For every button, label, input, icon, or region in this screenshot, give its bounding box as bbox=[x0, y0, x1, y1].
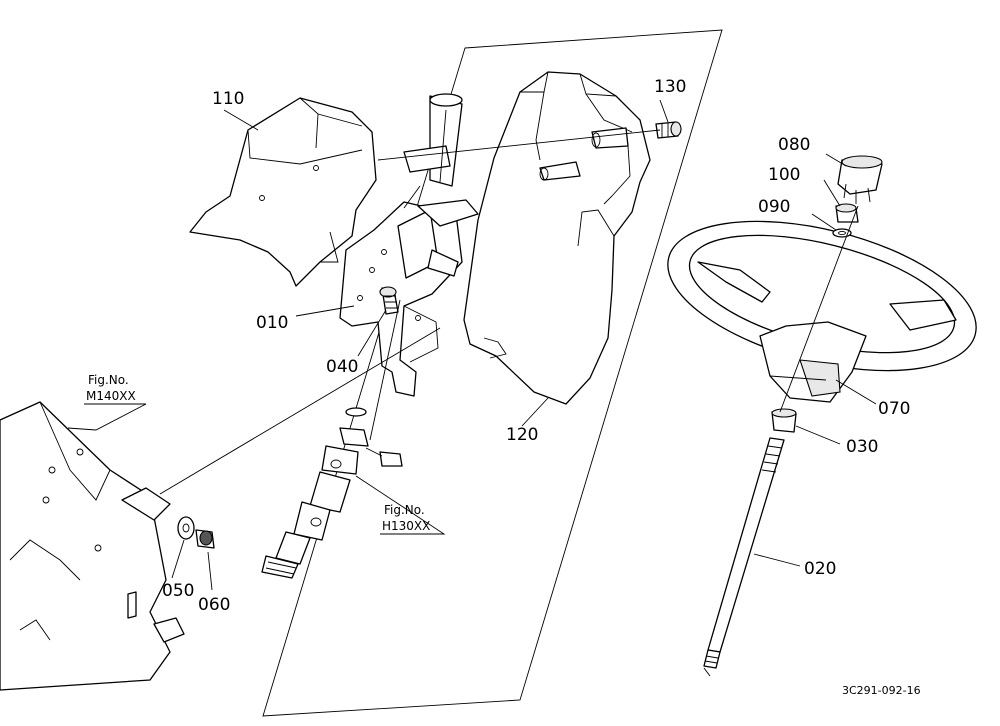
bushing-030 bbox=[771, 408, 797, 433]
column-bracket-010 bbox=[339, 93, 479, 397]
leader-060 bbox=[207, 551, 213, 591]
nut-060 bbox=[195, 529, 215, 549]
label-060: 060 bbox=[198, 595, 230, 615]
horn-cap-080 bbox=[837, 155, 883, 204]
label-110: 110 bbox=[212, 89, 244, 109]
label-020: 020 bbox=[804, 559, 836, 579]
leader-080 bbox=[825, 153, 847, 167]
label-040: 040 bbox=[326, 357, 358, 377]
leader-010 bbox=[295, 305, 355, 317]
ref-m140-code: M140XX bbox=[86, 389, 136, 403]
leader-030 bbox=[795, 425, 841, 445]
leader-090 bbox=[811, 213, 837, 231]
label-070: 070 bbox=[878, 399, 910, 419]
label-120: 120 bbox=[506, 425, 538, 445]
label-090: 090 bbox=[758, 197, 790, 217]
steering-shaft-020 bbox=[703, 437, 785, 669]
label-010: 010 bbox=[256, 313, 288, 333]
washer-050 bbox=[177, 516, 195, 540]
leader-100 bbox=[823, 179, 841, 207]
label-050: 050 bbox=[162, 581, 194, 601]
leader-040 bbox=[357, 309, 387, 357]
leader-120 bbox=[521, 397, 549, 427]
leader-050 bbox=[171, 539, 185, 579]
universal-joint bbox=[261, 407, 403, 579]
nut-100 bbox=[835, 203, 859, 223]
dash-frame bbox=[0, 401, 185, 691]
leader-m140 bbox=[67, 403, 147, 431]
washer-090 bbox=[832, 228, 852, 238]
ref-h130-code: H130XX bbox=[382, 519, 430, 533]
panel-120 bbox=[463, 71, 651, 405]
drawing-code: 3C291-092-16 bbox=[842, 684, 921, 697]
leader-h130 bbox=[355, 475, 446, 535]
leader-110 bbox=[223, 109, 259, 131]
label-030: 030 bbox=[846, 437, 878, 457]
screw-130 bbox=[655, 121, 682, 139]
label-130: 130 bbox=[654, 77, 686, 97]
column-cover-110 bbox=[189, 97, 377, 287]
label-100: 100 bbox=[768, 165, 800, 185]
leader-130 bbox=[659, 99, 669, 123]
label-080: 080 bbox=[778, 135, 810, 155]
steering-wheel-070 bbox=[667, 220, 977, 403]
ref-m140-title: Fig.No. bbox=[88, 373, 129, 387]
ref-h130-title: Fig.No. bbox=[384, 503, 425, 517]
leader-020 bbox=[753, 553, 801, 567]
assembly-lines bbox=[67, 99, 877, 677]
leader-070 bbox=[835, 379, 877, 405]
bolt-040 bbox=[379, 286, 399, 315]
